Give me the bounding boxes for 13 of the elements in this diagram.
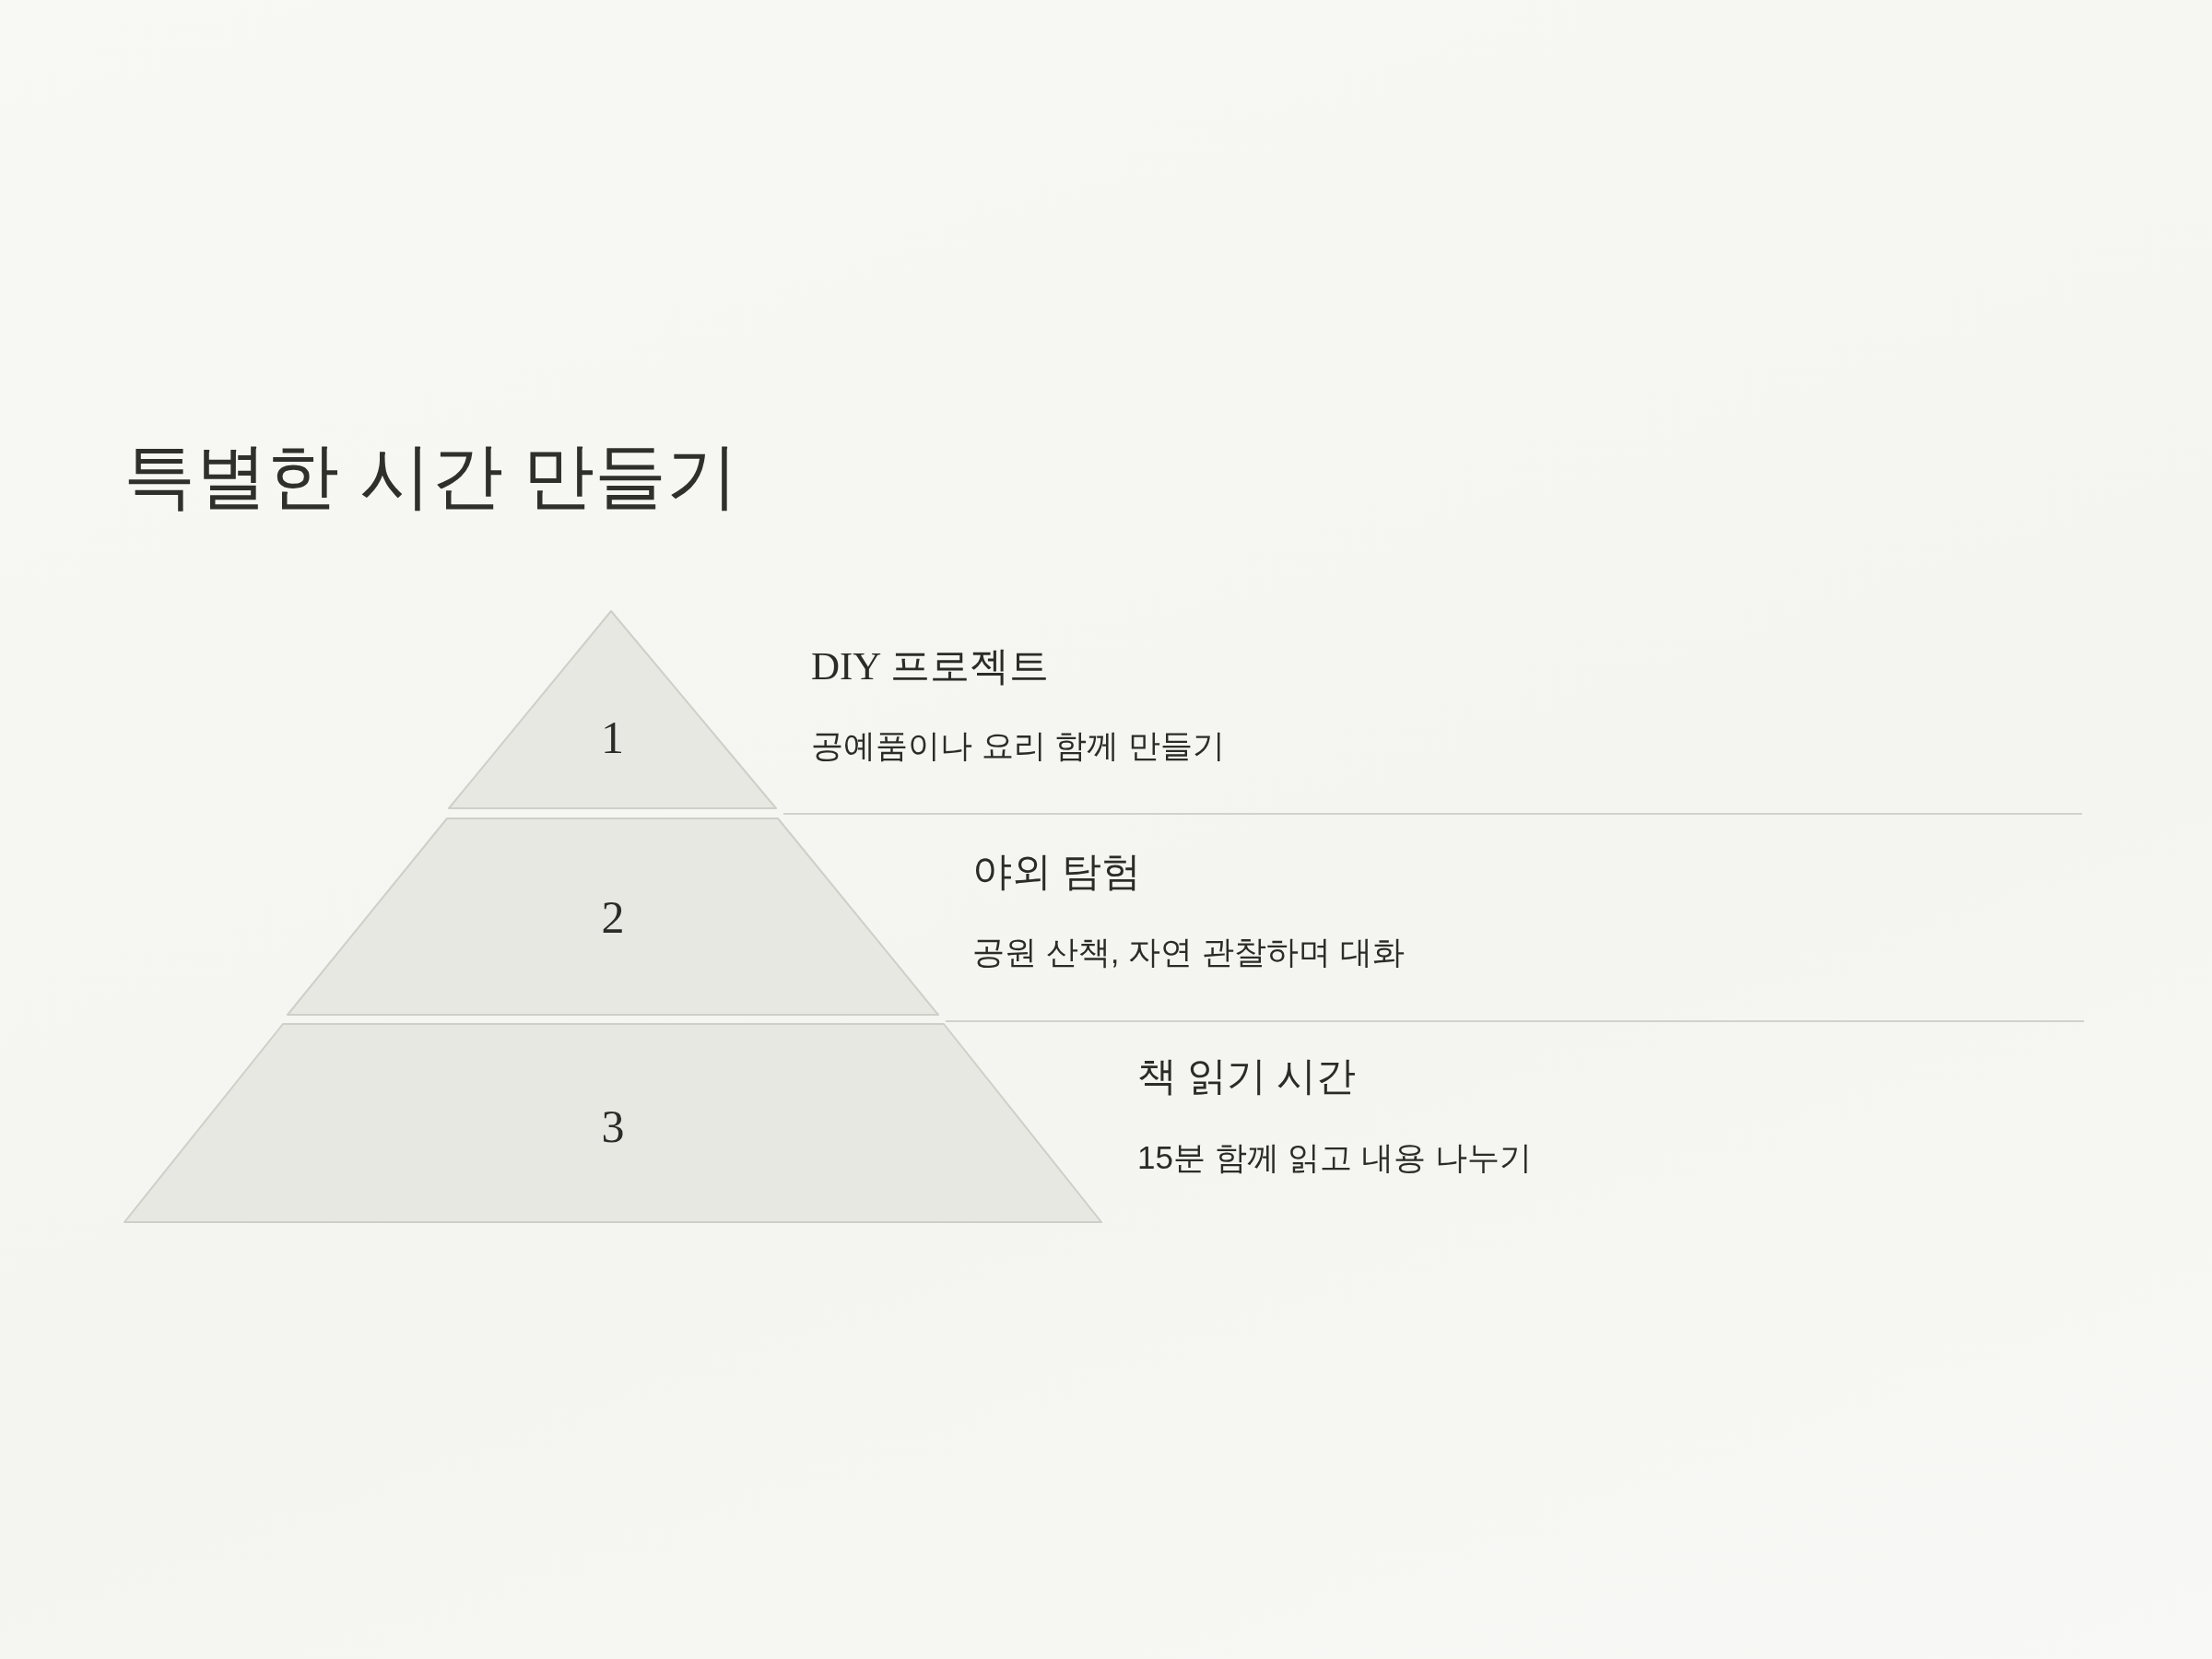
slide-title: 특별한 시간 만들기 (124, 434, 739, 518)
tier-number: 3 (601, 1100, 625, 1154)
tier-description: 공예품이나 요리 함께 만들기 (811, 726, 1226, 765)
pyramid-tier (288, 818, 938, 1015)
tier-heading: DIY 프로젝트 (811, 643, 1049, 689)
tier-number: 2 (601, 890, 625, 945)
tier-description: 15분 함께 읽고 내용 나누기 (1137, 1138, 1532, 1177)
pyramid-tier (449, 611, 776, 808)
tier-heading: 야외 탐험 (972, 849, 1141, 895)
tier-description: 공원 산책, 자연 관찰하며 대화 (972, 933, 1405, 971)
tier-number: 1 (601, 711, 624, 765)
pyramid-tier (124, 1024, 1101, 1222)
tier-heading: 책 읽기 시간 (1137, 1053, 1356, 1100)
